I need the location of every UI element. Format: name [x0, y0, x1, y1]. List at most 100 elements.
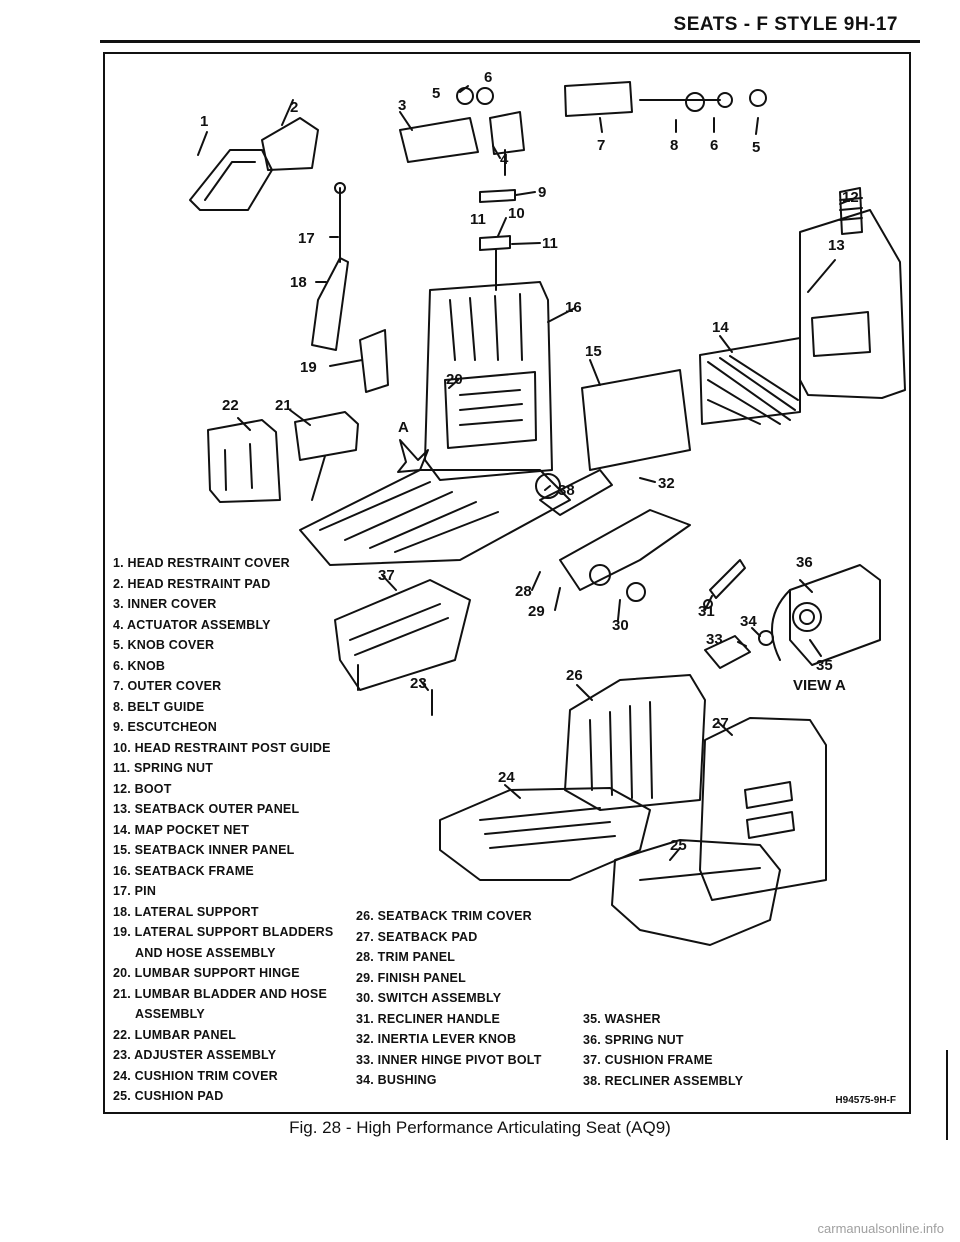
- adjuster-assembly-shape: [334, 579, 471, 691]
- svg-text:33: 33: [706, 631, 723, 648]
- svg-text:16: 16: [565, 299, 582, 316]
- legend-item: 15. SEATBACK INNER PANEL: [113, 843, 295, 857]
- lumbar-bladder-shape: [294, 411, 359, 461]
- legend-item: 38. RECLINER ASSEMBLY: [583, 1073, 744, 1088]
- legend-item: 35. WASHER: [583, 1012, 661, 1026]
- seatback-pad-shape: [699, 717, 827, 901]
- legend-item: 2. HEAD RESTRAINT PAD: [113, 576, 271, 591]
- legend-item: 6. KNOB: [113, 658, 166, 673]
- svg-text:2: 2: [290, 99, 298, 116]
- lateral-support-shape: [311, 257, 349, 351]
- svg-text:23: 23: [410, 675, 427, 692]
- callout-a: A: [398, 419, 409, 436]
- svg-text:6: 6: [710, 137, 718, 154]
- svg-text:27: 27: [712, 715, 729, 732]
- legend-item: 34. BUSHING: [356, 1073, 437, 1087]
- header-rule: [100, 40, 920, 43]
- legend-item: 14. MAP POCKET NET: [113, 822, 250, 837]
- svg-text:30: 30: [612, 617, 629, 634]
- svg-text:9: 9: [538, 184, 546, 201]
- svg-text:29: 29: [528, 603, 545, 620]
- watermark: carmanualsonline.info: [817, 1221, 944, 1236]
- margin-bar: [946, 1050, 948, 1140]
- lumbar-panel-shape: [207, 419, 281, 503]
- legend-item: 30. SWITCH ASSEMBLY: [356, 991, 502, 1005]
- svg-text:37: 37: [378, 567, 395, 584]
- legend-item: 29. FINISH PANEL: [356, 970, 466, 985]
- legend-item: ASSEMBLY: [135, 1007, 205, 1021]
- legend-item: 7. OUTER COVER: [113, 679, 222, 693]
- svg-text:25: 25: [670, 837, 687, 854]
- legend-item: 4. ACTUATOR ASSEMBLY: [113, 617, 271, 632]
- legend-item: 24. CUSHION TRIM COVER: [113, 1068, 278, 1083]
- actuator-shape: [489, 111, 525, 155]
- legend-item: 3. INNER COVER: [113, 597, 217, 611]
- head-restraint-pad-shape: [261, 117, 319, 171]
- legend-item: 27. SEATBACK PAD: [356, 929, 478, 944]
- legend-item: 18. LATERAL SUPPORT: [113, 904, 259, 919]
- svg-text:19: 19: [300, 359, 317, 376]
- svg-text:28: 28: [515, 583, 532, 600]
- svg-text:18: 18: [290, 274, 307, 291]
- legend-item: 17. PIN: [113, 884, 157, 898]
- legend-item: 31. RECLINER HANDLE: [356, 1011, 501, 1026]
- recliner-assembly-shape: [539, 469, 613, 516]
- svg-text:32: 32: [658, 475, 675, 492]
- svg-text:38: 38: [558, 482, 575, 499]
- legend-item: 16. SEATBACK FRAME: [113, 863, 254, 878]
- legend-item: 8. BELT GUIDE: [113, 699, 205, 714]
- svg-text:11: 11: [542, 235, 558, 252]
- legend-item: 10. HEAD RESTRAINT POST GUIDE: [113, 740, 331, 755]
- legend-item: 25. CUSHION PAD: [113, 1089, 224, 1103]
- svg-text:21: 21: [275, 397, 292, 414]
- outer-cover-shape: [564, 81, 633, 117]
- svg-text:12: 12: [842, 189, 859, 206]
- figure-caption: Fig. 28 - High Performance Articulating …: [289, 1118, 671, 1137]
- legend-item: 9. ESCUTCHEON: [113, 720, 218, 734]
- page-header: SEATS - F STYLE 9H-17: [673, 14, 898, 35]
- svg-text:20: 20: [446, 371, 463, 388]
- seatback-outer-panel-shape: [799, 209, 906, 399]
- legend-item: 33. INNER HINGE PIVOT BOLT: [356, 1052, 542, 1067]
- legend-item: AND HOSE ASSEMBLY: [135, 945, 276, 960]
- svg-text:22: 22: [222, 397, 239, 414]
- legend-item: 19. LATERAL SUPPORT BLADDERS: [113, 925, 334, 939]
- legend-item: 32. INERTIA LEVER KNOB: [356, 1032, 517, 1046]
- svg-text:13: 13: [828, 237, 845, 254]
- legend-item: 23. ADJUSTER ASSEMBLY: [113, 1048, 277, 1062]
- svg-text:15: 15: [585, 343, 602, 360]
- svg-text:11: 11: [470, 211, 486, 228]
- legend-item: 26. SEATBACK TRIM COVER: [356, 909, 532, 923]
- svg-text:10: 10: [508, 205, 525, 222]
- svg-text:17: 17: [298, 230, 315, 247]
- view-a-label: VIEW A: [793, 677, 846, 694]
- svg-text:31: 31: [698, 603, 715, 620]
- legend-column-2: 26. SEATBACK TRIM COVER 27. SEATBACK PAD 2…: [356, 906, 596, 1091]
- legend-item: 21. LUMBAR BLADDER AND HOSE: [113, 986, 327, 1001]
- svg-text:8: 8: [670, 137, 678, 154]
- svg-text:35: 35: [816, 657, 833, 674]
- legend-item: 5. KNOB COVER: [113, 638, 215, 652]
- seatback-trim-cover-shape: [564, 674, 706, 811]
- svg-text:1: 1: [200, 113, 208, 130]
- inner-cover-shape: [399, 117, 479, 163]
- map-pocket-net-shape: [699, 337, 801, 425]
- svg-text:5: 5: [752, 139, 760, 156]
- svg-text:36: 36: [796, 554, 813, 571]
- view-a-bracket-shape: [789, 564, 881, 666]
- cushion-trim-cover-shape: [439, 787, 651, 881]
- legend-item: 22. LUMBAR PANEL: [113, 1027, 237, 1042]
- legend-item: 36. SPRING NUT: [583, 1032, 684, 1047]
- legend-item: 13. SEATBACK OUTER PANEL: [113, 802, 300, 816]
- legend-item: 20. LUMBAR SUPPORT HINGE: [113, 966, 300, 980]
- legend-item: 12. BOOT: [113, 781, 172, 796]
- svg-text:4: 4: [500, 151, 509, 168]
- figure-frame: [103, 52, 911, 1114]
- svg-text:3: 3: [398, 97, 406, 114]
- svg-text:26: 26: [566, 667, 583, 684]
- svg-text:34: 34: [740, 613, 757, 630]
- svg-text:24: 24: [498, 769, 515, 786]
- svg-text:5: 5: [432, 85, 440, 102]
